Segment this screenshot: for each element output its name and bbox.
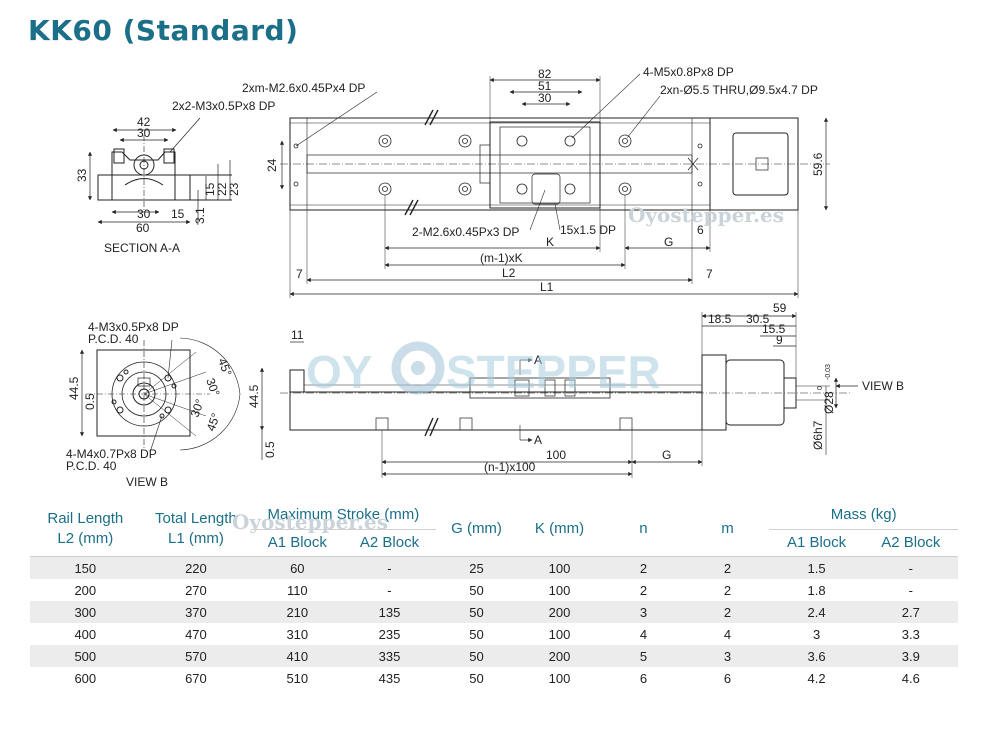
dim-59-6: 59.6 — [811, 152, 825, 176]
dim-15: 15 — [203, 182, 217, 196]
side-dim-0-5: 0.5 — [263, 441, 277, 458]
dim-24: 24 — [265, 158, 279, 172]
side-tol-28-lower: -0.03 — [825, 364, 832, 380]
dim-42: 42 — [137, 115, 151, 129]
view-b-label: VIEW B — [126, 475, 168, 489]
side-dim-d6h7: Ø6h7 — [811, 420, 825, 450]
watermark-large-left: OY — [306, 346, 372, 398]
view-b-arrow-label: VIEW B — [862, 379, 904, 393]
section-marker-a-top: A — [534, 353, 542, 367]
dim-33: 33 — [75, 168, 89, 182]
dim-6: 6 — [697, 223, 704, 237]
dim-30: 30 — [137, 126, 151, 140]
spec-table: Rail Length L2 (mm) Total Length L1 (mm)… — [30, 501, 958, 689]
header-rail-length: Rail Length L2 (mm) — [30, 501, 141, 557]
header-mass: Mass (kg) — [769, 501, 958, 530]
watermark-large-right: STEPPER — [446, 346, 661, 398]
dim-m-1-k: (m-1)xK — [480, 251, 523, 265]
callout-2xn: 2xn-Ø5.5 THRU,Ø9.5x4.7 DP — [660, 83, 818, 97]
page-title: KK60 (Standard) — [28, 14, 299, 47]
dim-51: 51 — [538, 79, 552, 93]
watermark-small-table: Oyostepper.es — [232, 510, 388, 534]
side-dim-100: 100 — [546, 448, 566, 462]
section-a-a — [87, 117, 232, 225]
dim-bottom-15: 15 — [171, 207, 185, 221]
angle-45-bottom: 45° — [204, 411, 223, 433]
side-dim-11: 11 — [291, 328, 304, 342]
dim-l2: L2 — [502, 266, 516, 280]
dim-l1: L1 — [540, 280, 554, 294]
section-marker-a-bottom: A — [534, 433, 542, 447]
dim-3-1: 3.1 — [193, 207, 207, 224]
angle-45-top: 45° — [215, 356, 234, 378]
viewb-callout-bottom-2: P.C.D. 40 — [66, 459, 117, 473]
section-a-callout: 2x2-M3x0.5Px8 DP — [172, 99, 275, 113]
watermark-small-top: Oyostepper.es — [628, 203, 784, 227]
dim-23: 23 — [227, 182, 241, 196]
viewb-callout-top-1: 4-M3x0.5Px8 DP — [88, 320, 179, 334]
side-dim-d28: Ø28 — [822, 391, 836, 414]
header-stroke-a1: A1 Block — [251, 529, 344, 557]
side-dim-44-5: 44.5 — [247, 384, 261, 408]
header-g: G (mm) — [435, 501, 518, 557]
watermark-large: OY STEPPER — [306, 341, 661, 398]
side-dim-59: 59 — [773, 301, 787, 315]
side-dim-30-5: 30.5 — [746, 312, 770, 326]
top-view — [279, 73, 830, 298]
viewb-callout-bottom-1: 4-M4x0.7Px8 DP — [66, 447, 157, 461]
header-mass-a1: A1 Block — [769, 529, 864, 557]
view-b — [79, 337, 241, 453]
header-n: n — [601, 501, 686, 557]
header-m: m — [685, 501, 770, 557]
dim-22: 22 — [215, 182, 229, 196]
header-total-length: Total Length L1 (mm) — [140, 501, 252, 557]
section-a-a-label: SECTION A-A — [104, 241, 180, 255]
dim-7-left: 7 — [296, 267, 303, 281]
side-dim-n-1-100: (n-1)x100 — [484, 460, 536, 474]
viewb-dim-44-5: 44.5 — [67, 376, 81, 400]
header-stroke-a2: A2 Block — [343, 529, 436, 557]
angle-30-bottom: 30° — [188, 397, 207, 419]
callout-2-m2-6: 2-M2.6x0.45Px3 DP — [412, 225, 519, 239]
header-mass-a2: A2 Block — [863, 529, 958, 557]
side-dim-9: 9 — [776, 333, 783, 347]
callout-4-m5: 4-M5x0.8Px8 DP — [643, 65, 734, 79]
viewb-callout-top-2: P.C.D. 40 — [88, 332, 139, 346]
dim-g-top: G — [664, 235, 673, 249]
side-dim-g: G — [662, 448, 671, 462]
callout-15x1-5: 15x1.5 DP — [560, 223, 616, 237]
dim-k: K — [546, 235, 554, 249]
dim-7-right: 7 — [706, 267, 713, 281]
dim-82: 82 — [538, 67, 552, 81]
dim-30-block: 30 — [538, 91, 552, 105]
viewb-dim-0-5: 0.5 — [83, 393, 97, 410]
side-view — [259, 312, 858, 478]
header-k: K (mm) — [517, 501, 602, 557]
dim-bottom-30: 30 — [137, 207, 151, 221]
side-tol-28-upper: 0 — [817, 386, 824, 390]
angle-30-top: 30° — [203, 376, 222, 398]
technical-drawing: 42 30 33 15 22 23 30 15 3.1 60 SECTION A… — [66, 65, 904, 489]
callout-2xm: 2xm-M2.6x0.45Px4 DP — [242, 81, 365, 95]
side-dim-18-5: 18.5 — [708, 312, 732, 326]
dim-60: 60 — [136, 221, 150, 235]
side-dim-15-5: 15.5 — [762, 322, 786, 336]
header-max-stroke: Maximum Stroke (mm) — [251, 501, 436, 530]
